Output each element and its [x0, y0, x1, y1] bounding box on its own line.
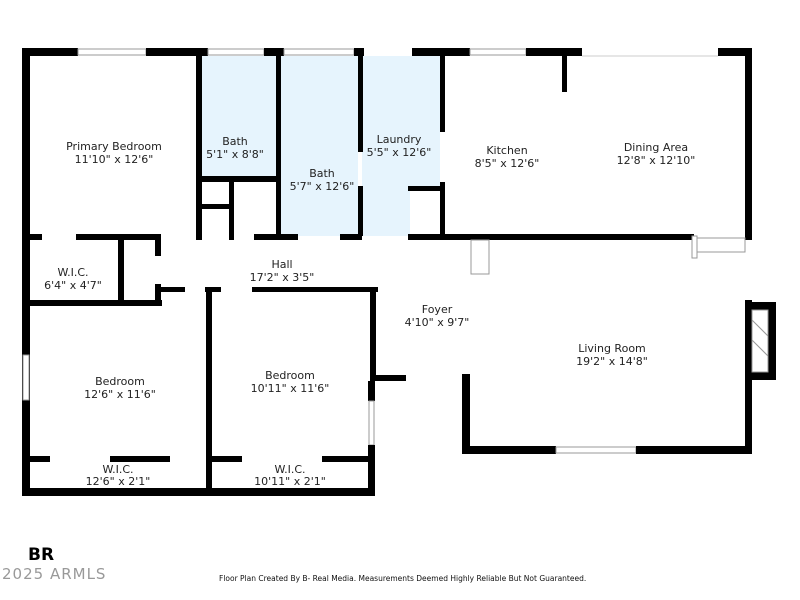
room-dining: Dining Area 12'8" x 12'10"	[617, 141, 696, 167]
room-hall: Hall 17'2" x 3'5"	[250, 258, 315, 284]
room-name: Foyer	[422, 303, 453, 316]
room-bath-1: Bath 5'1" x 8'8"	[206, 135, 264, 161]
room-size: 5'5" x 12'6"	[367, 146, 432, 159]
room-kitchen: Kitchen 8'5" x 12'6"	[475, 144, 540, 170]
copyright-text: 2025 ARMLS	[2, 565, 107, 583]
room-size: 12'6" x 11'6"	[84, 388, 156, 401]
room-bedroom-1: Bedroom 12'6" x 11'6"	[84, 375, 156, 401]
room-size: 8'5" x 12'6"	[475, 157, 540, 170]
bath2-fill	[280, 56, 358, 236]
room-size: 12'6" x 2'1"	[86, 475, 151, 488]
room-size: 5'1" x 8'8"	[206, 148, 264, 161]
room-name: W.I.C.	[274, 463, 305, 476]
bath1-fill	[202, 56, 276, 178]
laundry-fill-2	[410, 56, 440, 186]
laundry-fill	[362, 56, 410, 236]
room-name: Laundry	[377, 133, 422, 146]
room-size: 12'8" x 12'10"	[617, 154, 696, 167]
logo-mark: BR	[28, 545, 55, 565]
room-wic-1: W.I.C. 6'4" x 4'7"	[44, 266, 102, 292]
room-living: Living Room 19'2" x 14'8"	[576, 342, 648, 368]
walls	[22, 48, 776, 496]
room-size: 10'11" x 11'6"	[251, 382, 330, 395]
room-name: W.I.C.	[102, 463, 133, 476]
room-name: Bedroom	[95, 375, 145, 388]
room-size: 10'11" x 2'1"	[254, 475, 326, 488]
room-name: Living Room	[578, 342, 646, 355]
room-name: Kitchen	[486, 144, 527, 157]
disclaimer-text: Floor Plan Created By B- Real Media. Mea…	[219, 574, 587, 583]
room-size: 6'4" x 4'7"	[44, 279, 102, 292]
room-name: Bath	[309, 167, 335, 180]
room-size: 4'10" x 9'7"	[405, 316, 470, 329]
room-name: Bath	[222, 135, 248, 148]
room-primary-bedroom: Primary Bedroom 11'10" x 12'6"	[66, 140, 162, 166]
room-wic-2: W.I.C. 12'6" x 2'1"	[86, 463, 151, 488]
room-size: 17'2" x 3'5"	[250, 271, 315, 284]
room-foyer: Foyer 4'10" x 9'7"	[405, 303, 470, 329]
room-size: 11'10" x 12'6"	[75, 153, 154, 166]
room-name: Dining Area	[624, 141, 688, 154]
room-size: 19'2" x 14'8"	[576, 355, 648, 368]
room-bedroom-2: Bedroom 10'11" x 11'6"	[251, 369, 330, 395]
room-name: Primary Bedroom	[66, 140, 162, 153]
room-laundry: Laundry 5'5" x 12'6"	[367, 133, 432, 159]
room-name: W.I.C.	[57, 266, 88, 279]
room-name: Hall	[271, 258, 292, 271]
room-size: 5'7" x 12'6"	[290, 180, 355, 193]
room-name: Bedroom	[265, 369, 315, 382]
brokerage-logo: BR 2025 ARMLS	[2, 546, 106, 583]
room-wic-3: W.I.C. 10'11" x 2'1"	[254, 463, 326, 488]
room-bath-2: Bath 5'7" x 12'6"	[290, 167, 355, 193]
